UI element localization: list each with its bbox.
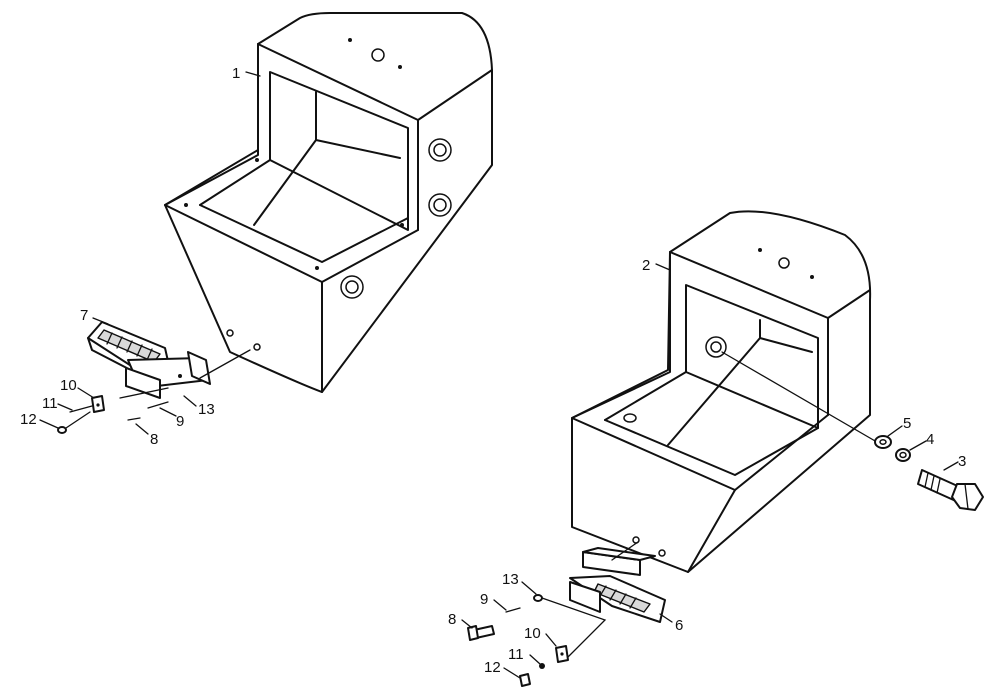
part-7-pedal-left [87,321,211,399]
callout-11-right: 11 [508,646,524,663]
axis-line-right-pedal [611,541,639,561]
callout-4: 4 [926,431,934,448]
leader-lines [39,71,959,679]
axis-line-left-pedal [199,349,251,379]
part-4-lock-washer [895,448,911,462]
part-8-9-bolt-left [127,401,169,421]
callout-5: 5 [903,415,911,432]
callout-2: 2 [642,257,650,274]
callout-10-left: 10 [60,377,77,394]
axis-line-left-fastener [119,387,169,399]
callout-12-right: 12 [484,659,501,676]
callout-9-left: 9 [176,413,184,430]
part-5-washer [874,435,892,449]
callout-11-left: 11 [42,395,58,412]
part-2-step-housing-right [571,210,872,573]
part-6-pedal-right [569,547,666,623]
axis-line-right-fastener [541,597,607,661]
part-3-hex-bolt [917,469,984,511]
part-10-11-12-fasteners-left [57,395,105,434]
part-8-bolt-right [467,625,495,641]
callout-7: 7 [80,307,88,324]
callout-13-left: 13 [198,401,215,418]
callout-10-right: 10 [524,625,541,642]
callout-12-left: 12 [20,411,37,428]
callout-1: 1 [232,65,240,82]
callout-9-right: 9 [480,591,488,608]
part-9-13-washers-right [505,594,543,613]
callout-8-right: 8 [448,611,456,628]
callout-3: 3 [958,453,966,470]
callout-8-left: 8 [150,431,158,448]
part-10-11-12-fasteners-right [519,645,569,687]
callout-13-right: 13 [502,571,519,588]
part-1-step-housing-left [164,12,493,393]
assembly-axis-line [721,351,883,446]
callout-6: 6 [675,617,683,634]
